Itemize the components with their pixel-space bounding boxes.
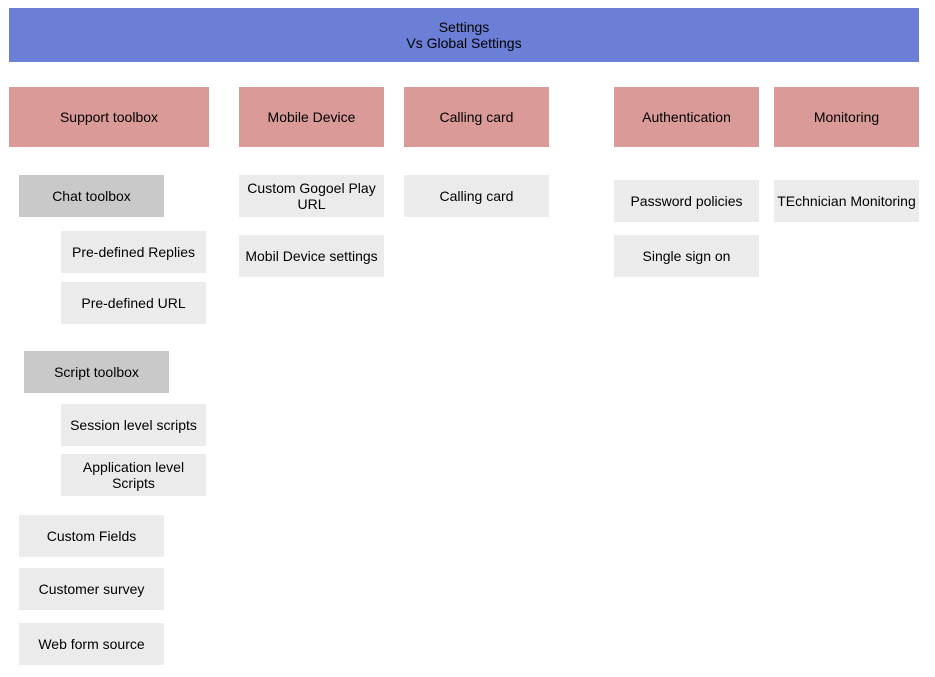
custom-google-play-url-item: Custom Gogoel Play URL [239,175,384,217]
session-level-scripts-item: Session level scripts [61,404,206,446]
calling-card-item: Calling card [404,175,549,217]
predefined-url-item: Pre-defined URL [61,282,206,324]
category-monitoring: Monitoring [774,87,919,147]
web-form-source-item: Web form source [19,623,164,665]
predefined-replies-item: Pre-defined Replies [61,231,206,273]
password-policies-item: Password policies [614,180,759,222]
category-authentication: Authentication [614,87,759,147]
technician-monitoring-item: TEchnician Monitoring [774,180,919,222]
chat-toolbox-group: Chat toolbox [19,175,164,217]
header-subtitle: Vs Global Settings [406,35,522,51]
header-title: Settings [438,19,490,35]
customer-survey-item: Customer survey [19,568,164,610]
single-sign-on-item: Single sign on [614,235,759,277]
mobile-device-settings-item: Mobil Device settings [239,235,384,277]
category-support-toolbox: Support toolbox [9,87,209,147]
category-mobile-device: Mobile Device [239,87,384,147]
settings-header: Settings Vs Global Settings [9,8,919,62]
script-toolbox-group: Script toolbox [24,351,169,393]
custom-fields-item: Custom Fields [19,515,164,557]
application-level-scripts-item: Application level Scripts [61,454,206,496]
category-calling-card: Calling card [404,87,549,147]
